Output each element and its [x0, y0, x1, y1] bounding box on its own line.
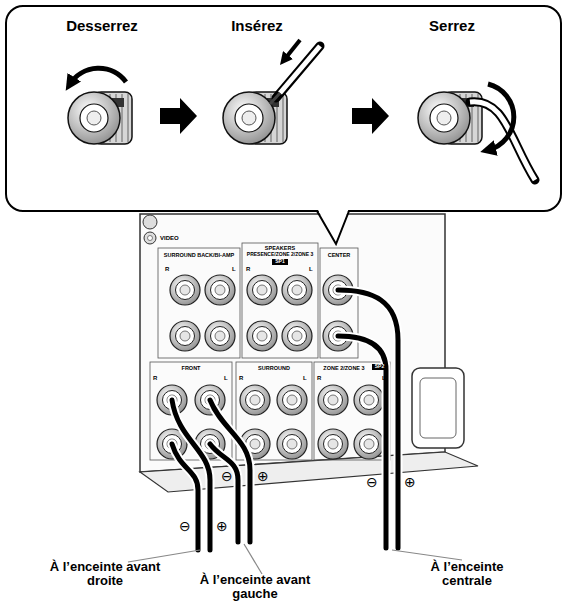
channel-mark: L [224, 375, 228, 382]
rear-panel [320, 248, 358, 358]
rear-panel [420, 378, 456, 438]
tighten-step [488, 84, 514, 150]
channel-mark: L [303, 375, 307, 382]
speaker-wire [172, 444, 198, 550]
channel-mark: L [232, 266, 236, 273]
binding-post [282, 275, 312, 305]
terminal-group-label: SPEAKERS [242, 245, 318, 251]
binding-post [247, 275, 277, 305]
speaker-wire [172, 400, 210, 550]
polarity-sign: ⊖ [179, 519, 191, 534]
step-label: Serrez [392, 17, 512, 34]
callout-box: Desserrez Insérez Serrez [5, 5, 562, 212]
binding-post [240, 385, 270, 415]
polarity-sign: ⊖ [366, 475, 378, 490]
binding-post [277, 385, 307, 415]
rear-panel [143, 215, 157, 229]
insert-step [280, 46, 320, 93]
speaker-wire [172, 400, 210, 550]
speaker-label: À l’enceinte centrale [412, 560, 522, 588]
polarity-sign: ⊖ [221, 469, 233, 484]
terminal-group-label: SP1 [272, 259, 288, 265]
speaker-wire [338, 290, 398, 548]
jack-label: VIDEO [160, 235, 179, 242]
channel-mark: R [246, 266, 250, 273]
binding-post [170, 321, 200, 351]
channel-mark: R [317, 375, 321, 382]
terminal-group-label: SP2 [372, 364, 387, 370]
speaker-label: À l’enceinte avant gauche [190, 573, 320, 601]
loosen-step [68, 68, 132, 144]
step-arrow [352, 98, 389, 134]
binding-post [354, 429, 384, 459]
insert-step [284, 40, 300, 60]
callout-pointer [317, 208, 349, 244]
binding-post [205, 275, 235, 305]
terminal-group-label: PRESENCE/ZONE 2/ZONE 3 [242, 252, 318, 258]
rear-panel [412, 368, 464, 448]
loosen-step [70, 68, 126, 84]
rear-panel [158, 248, 240, 358]
leader-line [392, 550, 462, 560]
step-arrow [160, 98, 197, 134]
step-label: Desserrez [42, 17, 162, 34]
terminal-group-label: SURROUND [236, 365, 312, 371]
speaker-wire [210, 400, 250, 542]
speaker-wire [210, 444, 238, 542]
speaker-wire [210, 400, 250, 542]
polarity-sign: ⊕ [257, 469, 269, 484]
polarity-sign: ⊕ [216, 519, 228, 534]
insert-step [276, 46, 320, 98]
rear-panel [314, 362, 390, 460]
rear-panel [242, 243, 318, 358]
step-label: Insérez [197, 17, 317, 34]
binding-post [170, 275, 200, 305]
speaker-label: À l’enceinte avant droite [40, 560, 170, 588]
leader-line [244, 544, 262, 574]
binding-post [318, 429, 348, 459]
binding-post [282, 321, 312, 351]
binding-post [277, 429, 307, 459]
insert-step [270, 93, 280, 104]
channel-mark: R [165, 266, 169, 273]
callout-pointer [317, 211, 349, 244]
rear-panel [140, 214, 478, 492]
loosen-step [68, 92, 132, 144]
channel-mark: R [239, 375, 243, 382]
insert-step [223, 40, 320, 144]
channel-mark: L [382, 375, 386, 382]
rear-panel [144, 232, 156, 244]
speaker-wire [338, 290, 398, 548]
terminal-group-label: SURROUND BACK/BI-AMP [157, 252, 241, 258]
terminal-group-label: FRONT [150, 365, 232, 371]
speaker-wire [172, 444, 198, 550]
binding-post [354, 385, 384, 415]
terminal-group-label: ZONE 2/ZONE 3 [316, 365, 372, 371]
terminal-group-label: CENTER [320, 252, 358, 258]
binding-post [205, 321, 235, 351]
polarity-sign: ⊕ [404, 475, 416, 490]
channel-mark: L [309, 266, 313, 273]
channel-mark: R [153, 375, 157, 382]
speaker-wire [210, 444, 238, 542]
binding-post [318, 385, 348, 415]
speaker-wire [172, 290, 398, 550]
leader-line [128, 544, 462, 574]
rear-panel [148, 236, 153, 241]
tighten-step [418, 84, 535, 180]
binding-post [247, 321, 277, 351]
